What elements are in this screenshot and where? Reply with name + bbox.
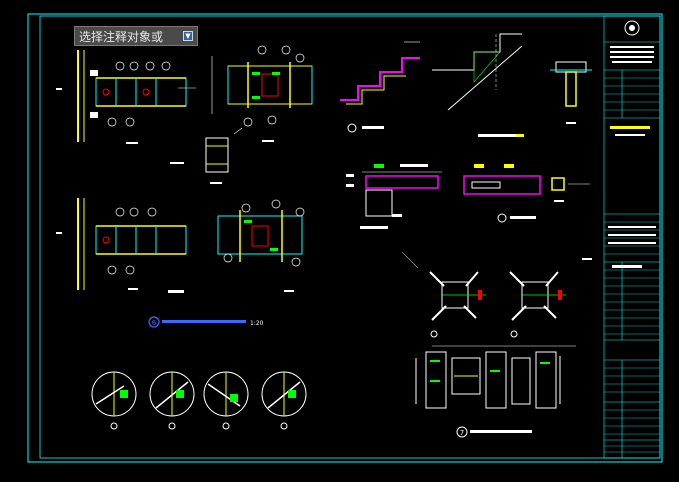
circular-detail-1 xyxy=(91,371,137,430)
sheet-outer-frame xyxy=(27,13,663,463)
detail-6-caption: 6 1:20 xyxy=(148,316,264,328)
elevation-view-1 xyxy=(77,50,196,144)
sheet-inner-frame xyxy=(39,15,661,459)
circular-detail-3 xyxy=(203,371,249,430)
title-block xyxy=(603,15,661,459)
small-bracket-detail xyxy=(551,177,590,202)
stair-plan-detail xyxy=(346,164,442,229)
down-arrow-icon: ▼ xyxy=(185,31,191,40)
annotation-select-prompt[interactable]: 选择注释对象或 ▼ xyxy=(74,26,198,46)
column-base-detail xyxy=(415,345,576,409)
prompt-text: 选择注释对象或 xyxy=(79,29,164,44)
stair-detail xyxy=(340,41,420,133)
bracing-joint-detail-2 xyxy=(509,271,566,338)
scale-label: 1:20 xyxy=(250,320,264,327)
detail-6-number: 6 xyxy=(152,319,157,327)
detail-7-number: 7 xyxy=(460,429,464,437)
detail-7-caption: 7 xyxy=(456,426,532,438)
circular-detail-4 xyxy=(261,371,307,430)
section-view-2-2 xyxy=(211,45,313,142)
company-logo-icon xyxy=(624,20,640,36)
margin-mark xyxy=(56,232,62,234)
section-view-a-a xyxy=(550,61,592,124)
stair-plan-section-b xyxy=(463,164,541,223)
section-mark xyxy=(582,258,592,260)
circular-detail-2 xyxy=(149,371,195,430)
section-view-3-3 xyxy=(170,127,243,184)
margin-mark xyxy=(56,88,62,90)
title-block-text-marks xyxy=(608,46,656,268)
section-view-4-4 xyxy=(217,199,305,292)
elevation-view-2 xyxy=(77,198,187,293)
bracing-joint-detail-1 xyxy=(429,271,486,338)
stair-slope-section xyxy=(432,33,524,137)
prompt-dropdown-button[interactable]: ▼ xyxy=(183,31,193,41)
leader-line xyxy=(401,251,419,269)
